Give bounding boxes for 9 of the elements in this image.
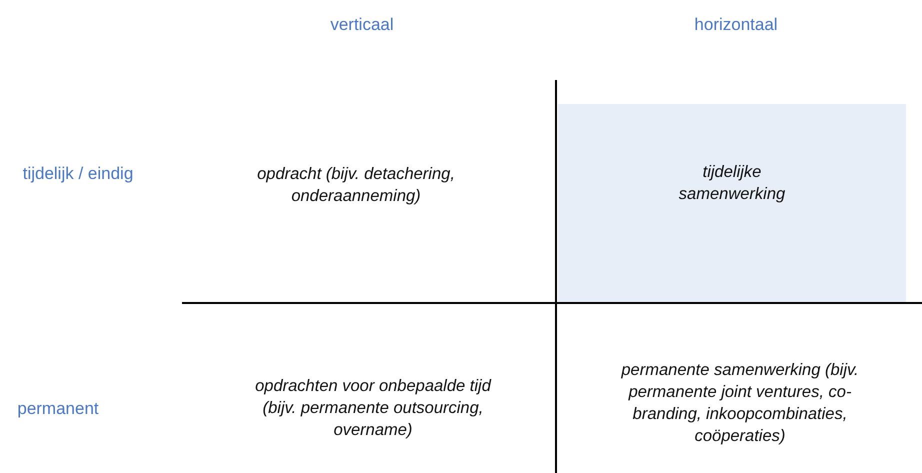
shaded-cell (558, 104, 906, 302)
axis-heading: verticaal (329, 14, 395, 36)
cell-text: opdracht (bijv. detachering, onderaanneming) (256, 164, 456, 207)
cell-text: tijdelijke samenwerking (678, 162, 786, 205)
axis-heading: tijdelijk / eindig (22, 163, 134, 185)
cell-text: permanente samenwerking (bijv. permanente joint ventures, co-branding, inkoopcombinaties, coöperaties) (620, 360, 860, 447)
axis-heading: horizontaal (693, 14, 779, 36)
cell-text: opdrachten voor onbepaalde tijd (bijv. permanente outsourcing, overname) (254, 376, 492, 441)
axis-heading: permanent (16, 398, 100, 420)
